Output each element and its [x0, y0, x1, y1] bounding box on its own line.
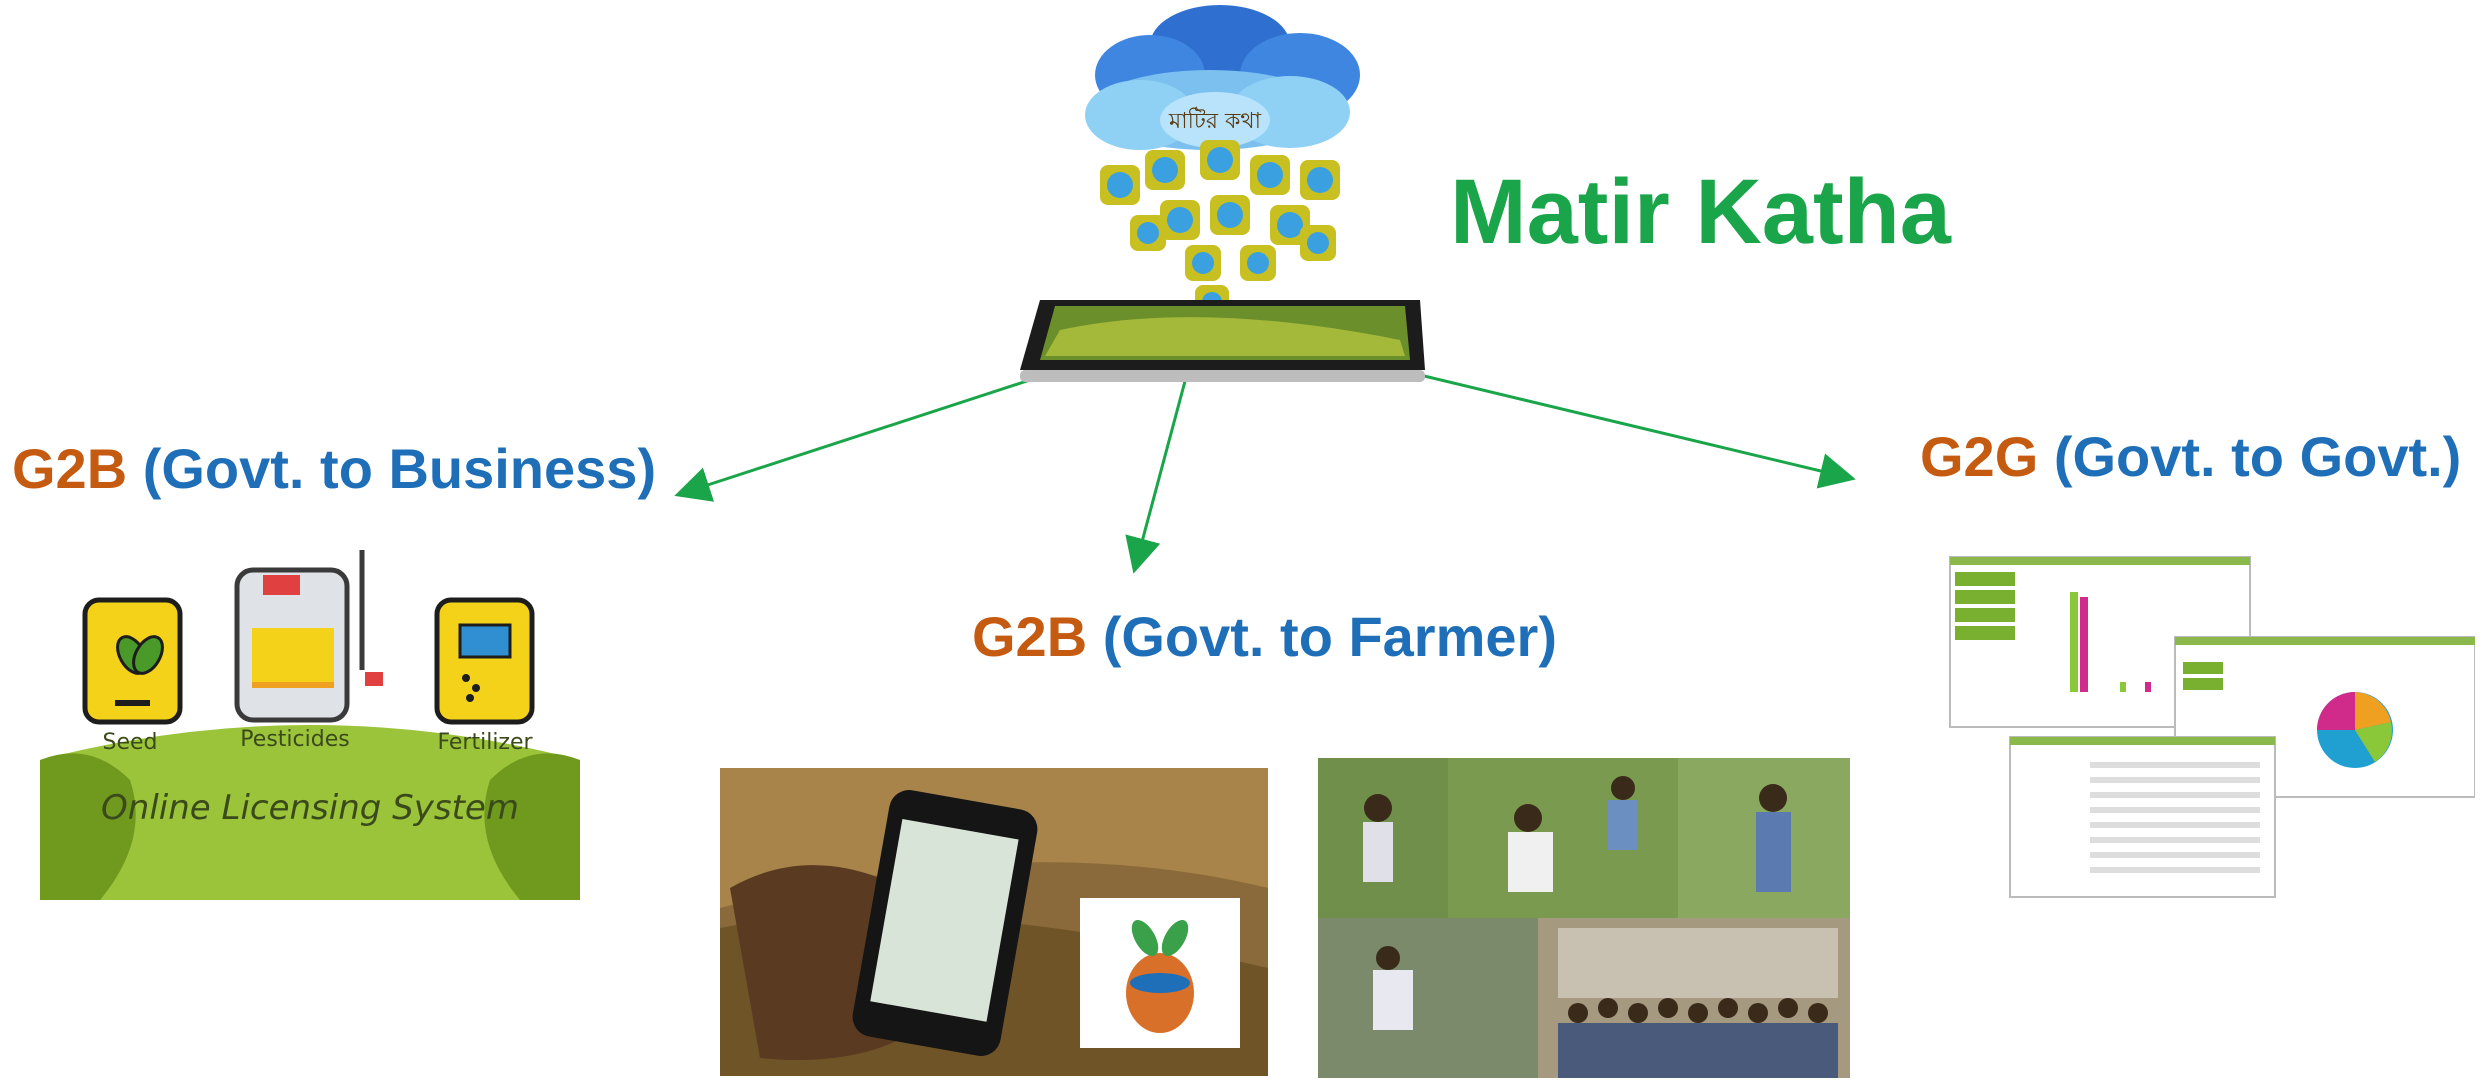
- g2b-farmer-desc: (Govt. to Farmer): [1102, 605, 1557, 668]
- g2b-business-desc: (Govt. to Business): [142, 437, 657, 500]
- g2b-business-heading: G2B (Govt. to Business): [12, 436, 656, 501]
- g2g-desc: (Govt. to Govt.): [2053, 425, 2462, 488]
- cloud-label: মাটির কথা: [1168, 107, 1262, 134]
- arrow-to-farmer: [1125, 369, 1190, 574]
- g2g-dashboard-screenshots: [1945, 552, 2476, 902]
- online-licensing-panel: Seed Pesticides Fertilizer Online Licens…: [40, 540, 580, 900]
- cloud-icon: [1085, 5, 1360, 150]
- g2b-farmer-code: G2B: [972, 605, 1088, 668]
- app-feature-icons: [1100, 140, 1340, 319]
- g2g-heading: G2G (Govt. to Govt.): [1920, 424, 2461, 489]
- g2b-farmer-heading: G2B (Govt. to Farmer): [972, 604, 1557, 669]
- g2b-business-code: G2B: [12, 437, 128, 500]
- fertilizer-bag-icon: [434, 597, 535, 725]
- fertilizer-label: Fertilizer: [437, 730, 533, 755]
- seed-label: Seed: [102, 730, 158, 755]
- arrow-to-business: [674, 378, 1031, 502]
- phone-app-photo: [720, 768, 1268, 1076]
- tablet-icon: [1020, 300, 1425, 382]
- arrow-to-government: [1419, 373, 1856, 489]
- matir-katha-cloud-tablet-illustration: মাটির কথা: [1020, 5, 1425, 382]
- field-visit-photo-collage: [1318, 758, 1850, 1078]
- g2g-code: G2G: [1920, 425, 2039, 488]
- pesticide-sprayer-icon: [234, 550, 383, 723]
- app-title: Matir Katha: [1450, 161, 1951, 263]
- seed-bag-icon: [82, 597, 183, 725]
- pesticides-label: Pesticides: [240, 727, 350, 752]
- online-licensing-label: Online Licensing System: [101, 788, 519, 828]
- licensing-illustration: [40, 550, 580, 900]
